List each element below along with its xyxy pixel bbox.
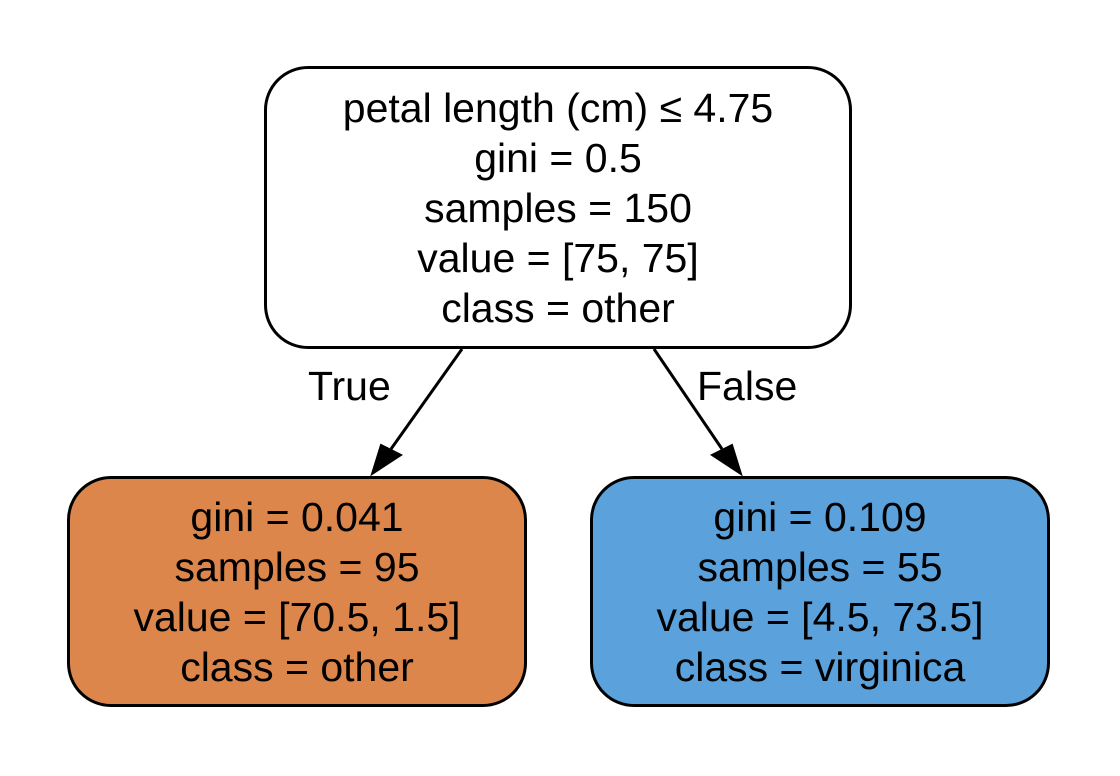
- true-edge-label: True: [308, 363, 391, 409]
- right-gini: gini = 0.109: [713, 493, 927, 540]
- root-class: class = other: [441, 284, 675, 331]
- left-gini: gini = 0.041: [190, 493, 404, 540]
- root-node: petal length (cm) ≤ 4.75 gini = 0.5 samp…: [264, 66, 852, 349]
- left-value: value = [70.5, 1.5]: [133, 593, 461, 640]
- right-leaf-node: gini = 0.109 samples = 55 value = [4.5, …: [590, 476, 1050, 707]
- root-samples: samples = 150: [424, 184, 692, 231]
- left-samples: samples = 95: [174, 543, 420, 590]
- true-edge: [370, 348, 464, 477]
- right-value: value = [4.5, 73.5]: [656, 593, 984, 640]
- root-value: value = [75, 75]: [417, 234, 699, 281]
- false-edge-line: [652, 348, 724, 450]
- right-class: class = virginica: [674, 643, 966, 690]
- left-class: class = other: [180, 643, 414, 690]
- root-gini: gini = 0.5: [474, 134, 642, 181]
- false-edge-label: False: [697, 363, 798, 409]
- right-samples: samples = 55: [697, 543, 943, 590]
- true-edge-arrowhead: [370, 443, 404, 477]
- false-edge-arrowhead: [709, 443, 743, 477]
- true-edge-line: [389, 348, 464, 450]
- root-split-condition: petal length (cm) ≤ 4.75: [342, 84, 774, 131]
- left-leaf-node: gini = 0.041 samples = 95 value = [70.5,…: [67, 476, 527, 707]
- false-edge: [652, 348, 743, 477]
